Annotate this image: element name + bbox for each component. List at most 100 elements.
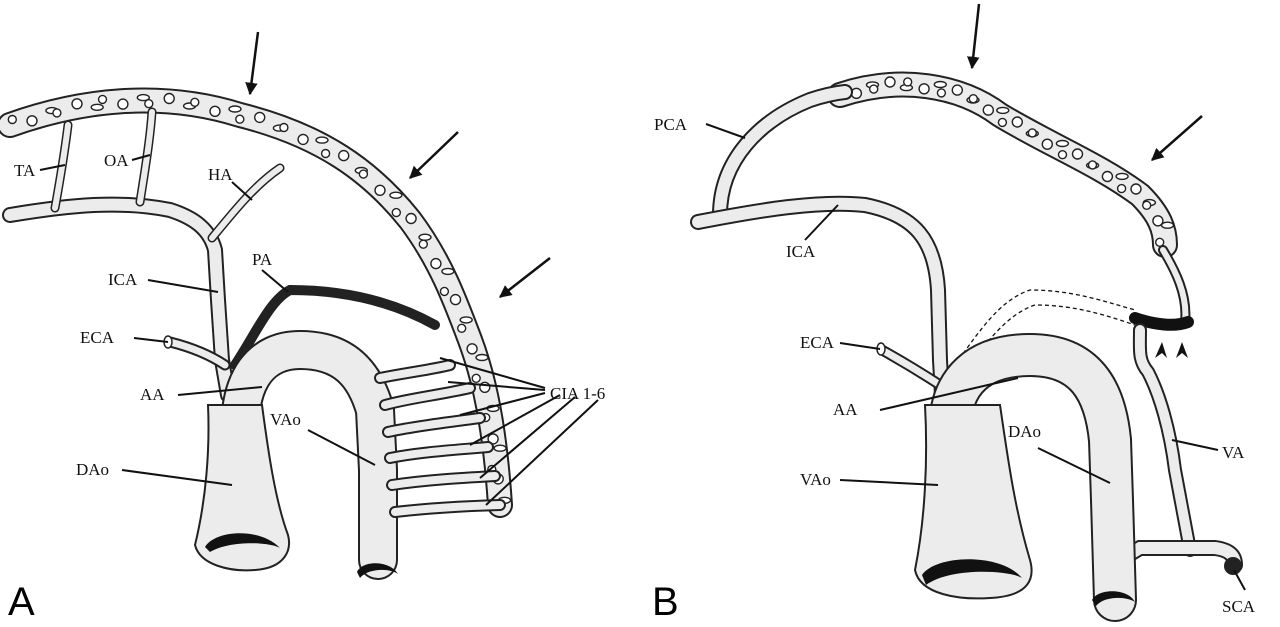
- capillary-hole: [1087, 160, 1098, 170]
- capillary-hole: [1101, 170, 1114, 183]
- panel-b-main-vessel: [690, 195, 950, 403]
- capillary-hole: [439, 286, 450, 297]
- capillary-hole: [997, 117, 1008, 128]
- capillary-hole: [254, 111, 266, 124]
- capillary-hole: [996, 106, 1010, 115]
- capillary-hole: [26, 115, 38, 127]
- capillary-hole: [374, 184, 386, 197]
- capillary-hole: [466, 343, 478, 355]
- capillary-hole: [418, 239, 428, 249]
- label-a-ica: ICA: [108, 270, 138, 289]
- panel-b: PCA ICA ECA AA VAo DAo VA SCA B: [652, 3, 1256, 624]
- label-b-pca: PCA: [654, 115, 688, 134]
- capillary-hole: [1055, 139, 1070, 148]
- label-b-vao: VAo: [800, 470, 831, 489]
- capillary-hole: [190, 97, 200, 108]
- capillary-hole: [968, 93, 978, 104]
- label-a-eca: ECA: [80, 328, 115, 347]
- capillary-hole: [1071, 148, 1084, 160]
- capillary-hole: [418, 233, 432, 241]
- panel-b-arrow-1: [967, 3, 981, 70]
- capillary-hole: [320, 148, 331, 159]
- capillary-hole: [1115, 172, 1129, 181]
- capillary-hole: [391, 207, 401, 218]
- capillary-hole: [358, 169, 369, 179]
- capillary-hole: [903, 77, 913, 87]
- panel-b-arrow-2: [1151, 115, 1203, 161]
- capillary-hole: [850, 87, 863, 100]
- panel-a-arrow-3: [499, 257, 551, 298]
- capillary-hole: [7, 114, 18, 125]
- capillary-hole: [982, 104, 994, 116]
- capillary-hole: [1141, 200, 1152, 211]
- label-b-eca: ECA: [800, 333, 835, 352]
- capillary-hole: [1041, 138, 1054, 150]
- panel-a-labels: TA OA HA ICA PA ECA AA VAo DAo CIA 1-6: [14, 151, 605, 479]
- capillary-hole: [457, 323, 467, 333]
- label-a-ta: TA: [14, 161, 36, 180]
- panel-b-va: [1112, 323, 1243, 575]
- capillary-hole: [449, 293, 462, 306]
- capillary-hole: [430, 257, 442, 270]
- capillary-hole: [459, 316, 473, 324]
- capillary-hole: [97, 94, 108, 105]
- capillary-hole: [918, 83, 930, 95]
- capillary-hole: [235, 114, 245, 124]
- capillary-hole: [405, 212, 417, 225]
- capillary-hole: [90, 103, 104, 112]
- panel-b-leaders: [705, 123, 1246, 591]
- label-a-pa: PA: [252, 250, 273, 269]
- label-a-aa: AA: [140, 385, 165, 404]
- label-b-aa: AA: [833, 400, 858, 419]
- capillary-hole: [933, 80, 947, 89]
- panel-b-aortae: [913, 332, 1137, 622]
- capillary-hole: [209, 105, 221, 118]
- capillary-hole: [279, 122, 289, 133]
- panel-a-arrow-2: [409, 131, 459, 179]
- capillary-hole: [117, 98, 129, 110]
- label-a-cia: CIA 1-6: [550, 384, 605, 403]
- capillary-hole: [1160, 221, 1175, 229]
- label-a-oa: OA: [104, 151, 129, 170]
- capillary-hole: [1011, 116, 1023, 128]
- capillary-hole: [1116, 183, 1127, 194]
- capillary-hole: [1027, 128, 1038, 138]
- label-a-ha: HA: [208, 165, 233, 184]
- capillary-hole: [1130, 183, 1142, 195]
- panel-b-arrows: [967, 3, 1203, 358]
- panel-b-dark-segment: [1129, 312, 1194, 331]
- capillary-hole: [389, 191, 403, 199]
- label-b-ica: ICA: [786, 242, 816, 261]
- capillary-hole: [136, 93, 151, 102]
- capillary-hole: [1152, 215, 1164, 227]
- capillary-hole: [71, 98, 83, 110]
- panel-a-pa-vessel: [230, 284, 440, 370]
- panel-a-arrows: [245, 31, 551, 298]
- capillary-hole: [338, 149, 350, 162]
- panel-b-arrowhead-1: [1155, 342, 1167, 358]
- panel-letter-b: B: [652, 580, 679, 624]
- label-b-sca: SCA: [1222, 597, 1256, 616]
- panel-b-labels: PCA ICA ECA AA VAo DAo VA SCA: [654, 115, 1256, 616]
- capillary-hole: [936, 88, 947, 98]
- capillary-hole: [471, 373, 481, 383]
- capillary-hole: [441, 267, 455, 276]
- panel-a: TA OA HA ICA PA ECA AA VAo DAo CIA 1-6 A: [0, 31, 605, 624]
- panel-b-arrowhead-2: [1176, 342, 1188, 358]
- capillary-hole: [315, 136, 329, 144]
- capillary-hole: [869, 84, 879, 94]
- label-b-va: VA: [1222, 443, 1245, 462]
- capillary-hole: [951, 84, 963, 96]
- capillary-hole: [52, 108, 62, 118]
- panel-a-leaders: [39, 154, 599, 506]
- panel-b-pca: [712, 84, 853, 223]
- panel-a-arrow-1: [245, 31, 260, 96]
- capillary-hole: [144, 98, 154, 109]
- capillary-hole: [228, 105, 242, 113]
- label-a-vao: VAo: [270, 410, 301, 429]
- capillary-hole: [493, 444, 507, 452]
- capillary-hole: [475, 353, 489, 362]
- capillary-hole: [884, 76, 896, 88]
